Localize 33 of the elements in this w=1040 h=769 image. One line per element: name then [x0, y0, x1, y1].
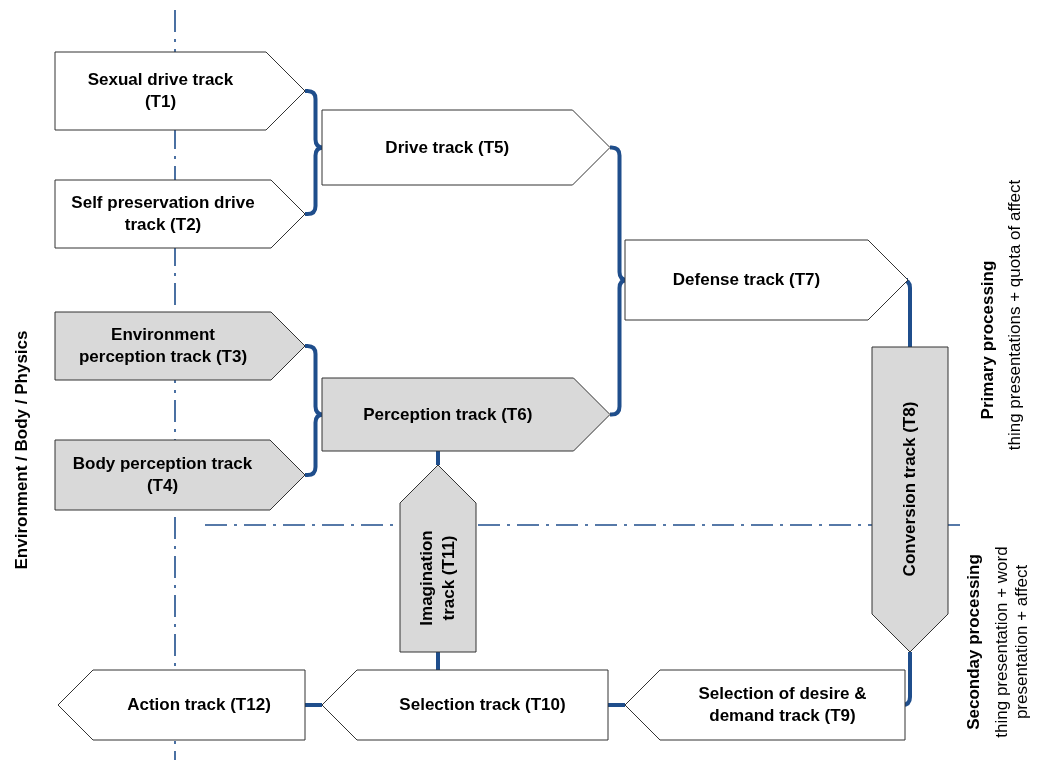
- process-box: [322, 378, 610, 451]
- process-box: [322, 670, 608, 740]
- track-label: Drive track (T5): [384, 136, 511, 159]
- connector-line: [608, 703, 625, 707]
- track-label: Selection track (T10): [398, 694, 567, 716]
- track-label: Defense track (T7): [671, 269, 822, 291]
- track-label: Conversion track (T8): [899, 400, 920, 578]
- process-box: [58, 670, 305, 740]
- process-box: [400, 465, 476, 652]
- connector-line: [436, 451, 440, 465]
- track-label: Selection of desire & demand track (T9): [697, 683, 868, 727]
- connector-line: [436, 652, 440, 670]
- track-label: Environment perception track (T3): [77, 324, 249, 368]
- zone-heading: Primary processing: [978, 260, 998, 420]
- process-box: [55, 440, 305, 510]
- process-box: [55, 180, 305, 248]
- track-label: Sexual drive track (T1): [86, 69, 235, 113]
- zone-description: thing presentations + quota of affect: [1005, 179, 1025, 451]
- track-label: Action track (T12): [126, 694, 272, 716]
- process-box: [322, 110, 610, 185]
- track-label: Body perception track (T4): [71, 453, 254, 497]
- process-box: [625, 670, 905, 740]
- connector-line: [305, 703, 322, 707]
- side-label: Environment / Body / Physics: [12, 330, 32, 570]
- track-label: Imagination track (T11): [416, 528, 459, 628]
- process-box: [625, 240, 908, 320]
- zone-description: thing presentation + word presentation + affect: [992, 545, 1032, 740]
- track-label: Perception track (T6): [362, 403, 534, 426]
- process-box: [872, 347, 948, 652]
- track-label: Self preservation drive track (T2): [70, 192, 256, 236]
- zone-heading: Seconday processing: [964, 554, 984, 730]
- process-box: [55, 312, 305, 380]
- process-box: [55, 52, 305, 130]
